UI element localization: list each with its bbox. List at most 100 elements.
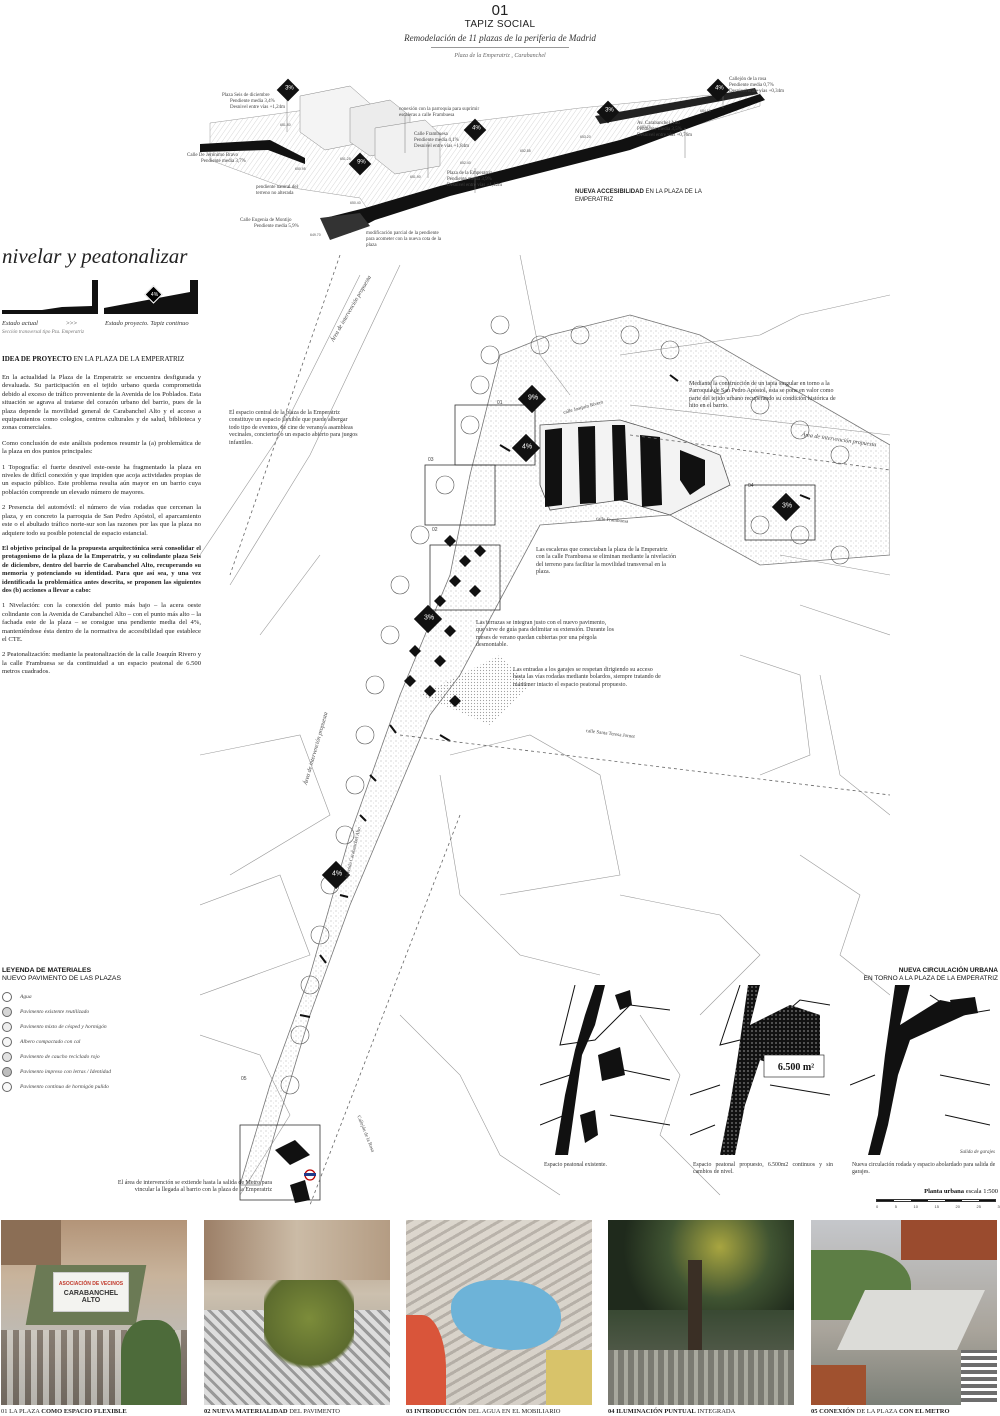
svg-text:651.90: 651.90 — [410, 175, 421, 179]
idea-heading: IDEA DE PROYECTO EN LA PLAZA DE LA EMPER… — [2, 355, 185, 363]
render-caption: 05 CONEXIÓN DE LA PLAZA CON EL METRO — [811, 1408, 950, 1415]
zone-number: 04 — [748, 483, 754, 489]
legend-item: Pavimento existente reutilizado — [2, 1004, 192, 1019]
render-roof — [811, 1365, 866, 1405]
render-caption: 03 INTRODUCCIÓN DEL AGUA EN EL MOBILIARI… — [406, 1408, 561, 1415]
legend-list: Agua Pavimento existente reutilizado Pav… — [2, 989, 192, 1094]
svg-text:652.40: 652.40 — [460, 161, 471, 165]
swatch-printed — [2, 1066, 12, 1077]
label-jeronimo: Calle De Jerónimo Bravo Pendiente media … — [187, 153, 246, 164]
note-tapia: Mediante la construcción de un tapia sin… — [689, 381, 836, 410]
legend-item: Pavimento de caucho reciclado rojo — [2, 1049, 192, 1064]
render-new-pavement — [204, 1220, 390, 1405]
label-eugenia: Calle Eugenia de Montijo Pendiente media… — [240, 218, 299, 229]
swatch-mixed — [2, 1021, 12, 1032]
svg-text:651.80: 651.80 — [280, 123, 291, 127]
cross-section-diagram — [2, 280, 198, 314]
swatch-albero — [2, 1036, 12, 1047]
render-yellow-surface — [546, 1350, 592, 1405]
render-metro-connection — [811, 1220, 997, 1405]
note-espacio-central: El espacio central de la plaza de la Emp… — [229, 410, 358, 446]
render-sign: ASOCIACIÓN DE VECINOS CARABANCHEL ALTO — [53, 1272, 129, 1312]
svg-text:650.40: 650.40 — [350, 201, 361, 205]
diagram-existing-pedestrian — [540, 985, 670, 1155]
location-label: Plaza de la Emperatriz , Carabanchel — [454, 53, 546, 59]
label-modificacion: modificación parcial de la pendiente par… — [366, 231, 442, 248]
render-building — [1, 1220, 61, 1265]
sheet-number: 01 — [491, 2, 509, 19]
svg-text:653.20: 653.20 — [580, 135, 591, 139]
render-pond — [451, 1280, 561, 1350]
render-lighting — [608, 1220, 794, 1405]
idea-paragraph: 2 Peatonalización: mediante la peatonali… — [2, 651, 201, 676]
idea-text: En la actualidad la Plaza de la Emperatr… — [2, 374, 201, 677]
render-tree — [264, 1280, 354, 1390]
svg-text:649.70: 649.70 — [310, 233, 321, 237]
note-escaleras: Las escaleras que conectaban la plaza de… — [536, 547, 676, 576]
note-terrazas: Las terrazas se integran justo con el nu… — [476, 620, 614, 649]
render-crosswalk — [961, 1350, 997, 1405]
render-building — [901, 1220, 997, 1260]
main-heading: nivelar y peatonalizar — [2, 244, 188, 268]
caption-new-circulation: Nueva circulación rodada y espacio abola… — [852, 1162, 996, 1175]
legend-item: Albero compactado con cal — [2, 1034, 192, 1049]
zone-number: 05 — [241, 1076, 247, 1082]
label-nueva-accesibilidad: NUEVA ACCESIBILIDAD EN LA PLAZA DE LA EM… — [575, 189, 702, 203]
svg-text:650.95: 650.95 — [295, 167, 306, 171]
header-divider — [431, 47, 569, 48]
label-pendiente-natural: pendiente natural del terreno no alterad… — [256, 185, 298, 196]
label-emperatriz: Plaza de la Emperatriz Pendiente media 3… — [447, 171, 503, 188]
state-before-label: Estado actual — [2, 320, 38, 327]
svg-text:652.85: 652.85 — [520, 149, 531, 153]
swatch-existing — [2, 1006, 12, 1017]
zone-number: 03 — [428, 457, 434, 463]
idea-paragraph: 2 Presencia del automóvil: el número de … — [2, 504, 201, 537]
swatch-water — [2, 991, 12, 1002]
diagram-proposed-pedestrian — [690, 985, 830, 1155]
scale-bar: 051015202530 — [876, 1199, 1000, 1211]
diagram-new-circulation — [850, 985, 990, 1155]
area-label-6500: 6.500 m² — [777, 1062, 815, 1073]
label-conexion: conexión con la parroquia para suprimir … — [399, 107, 480, 118]
arrow-label: >>> — [66, 320, 77, 327]
label-callejon: Callejón de la rosa Pendiente media 0,7%… — [729, 77, 785, 94]
section-note: Sección transversal tipo Pza. Emperatriz — [2, 330, 85, 335]
label-carabanchel: Av. Carabanchel Alto Pendiente media 3,5… — [637, 121, 693, 138]
idea-paragraph: Como conclusión de este análisis podemos… — [2, 439, 201, 456]
render-flexible-space: ASOCIACIÓN DE VECINOS CARABANCHEL ALTO — [1, 1220, 187, 1405]
svg-text:654.10: 654.10 — [700, 109, 711, 113]
idea-paragraph: En la actualidad la Plaza de la Emperatr… — [2, 374, 201, 432]
label-plaza-seis: Plaza Seis de diciembre Pendiente media … — [222, 93, 286, 110]
legend-item: Pavimento mixto de césped y hormigón — [2, 1019, 192, 1034]
legend-item: Pavimento impreso con letras / Identidad — [2, 1064, 192, 1079]
scale-bar-stripe — [876, 1199, 996, 1202]
render-caption: 04 ILUMINACIÓN PUNTUAL INTEGRADA — [608, 1408, 736, 1415]
sheet-title: TAPIZ SOCIAL — [464, 19, 536, 30]
render-paving — [608, 1350, 794, 1405]
label-salida-garajes: Salida de garajes — [960, 1150, 995, 1155]
render-tree — [121, 1320, 181, 1405]
note-metro: El área de intervención se extiende hast… — [117, 1180, 272, 1194]
scale-ticks: 051015202530 — [876, 1204, 1000, 1209]
idea-paragraph: El objetivo principal de la propuesta ar… — [2, 544, 201, 594]
svg-text:651.25: 651.25 — [340, 157, 351, 161]
legend-item: Pavimento continuo de hormigón pulido — [2, 1079, 192, 1094]
caption-existing: Espacio peatonal existente. — [544, 1162, 607, 1168]
render-caption: 01 LA PLAZA COMO ESPACIO FLEXIBLE — [1, 1408, 127, 1415]
idea-paragraph: 1 Nivelación: con la conexión del punto … — [2, 602, 201, 643]
legend-item: Agua — [2, 989, 192, 1004]
idea-paragraph: 1 Topografía: el fuerte desnivel este-oe… — [2, 463, 201, 496]
scale-label: Planta urbana escala 1:500 — [924, 1188, 998, 1195]
render-caption: 02 NUEVA MATERIALIDAD DEL PAVIMENTO — [204, 1408, 340, 1415]
render-water-furniture — [406, 1220, 592, 1405]
svg-text:653.75: 653.75 — [640, 125, 651, 129]
swatch-concrete — [2, 1081, 12, 1092]
sheet-subtitle: Remodelación de 11 plazas de la periferi… — [404, 33, 596, 43]
zone-number: 02 — [432, 527, 438, 533]
zone-number: 01 — [497, 400, 503, 406]
note-garajes: Las entradas a los garajes se respetan d… — [513, 667, 661, 688]
swatch-rubber — [2, 1051, 12, 1062]
caption-proposed: Espacio peatonal propuesto, 6.500m2 cont… — [693, 1162, 833, 1175]
